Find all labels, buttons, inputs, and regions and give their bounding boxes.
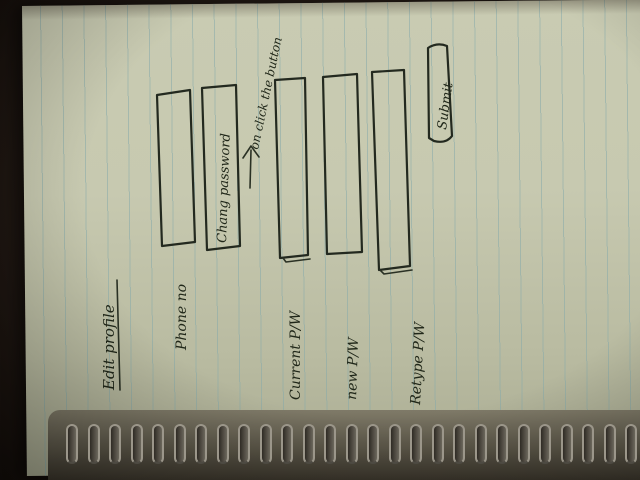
new-password-label: new P/W bbox=[344, 336, 362, 400]
spiral-coil bbox=[625, 424, 637, 464]
spiral-coil bbox=[603, 424, 616, 464]
spiral-coil bbox=[560, 424, 573, 464]
spiral-coil bbox=[474, 424, 487, 464]
spiral-coil bbox=[410, 424, 422, 464]
spiral-coil bbox=[281, 424, 293, 464]
retype-password-input-box[interactable] bbox=[370, 68, 412, 272]
spiral-coil bbox=[216, 424, 229, 464]
spiral-coil bbox=[539, 424, 551, 464]
spiral-coil bbox=[345, 424, 358, 464]
spiral-coil bbox=[66, 424, 78, 464]
spiral-coil bbox=[173, 424, 186, 464]
spiral-coil bbox=[517, 424, 530, 464]
spiral-coil bbox=[109, 424, 121, 464]
phone-input-box[interactable] bbox=[155, 88, 197, 248]
spiral-coil bbox=[302, 424, 315, 464]
spiral-coil bbox=[431, 424, 444, 464]
spiral-coil bbox=[195, 424, 207, 464]
spiral-coil bbox=[238, 424, 250, 464]
sketch-title: Edit profile bbox=[100, 304, 118, 391]
spiral-coil bbox=[496, 424, 508, 464]
change-password-button[interactable] bbox=[200, 83, 242, 252]
current-password-label: Current P/W bbox=[288, 309, 304, 400]
retype-password-label: Retype P/W bbox=[408, 320, 428, 406]
spiral-coil bbox=[388, 424, 401, 464]
spiral-coil bbox=[324, 424, 336, 464]
spiral-coil bbox=[87, 424, 100, 464]
phone-label: Phone no bbox=[174, 284, 190, 351]
annotation-text: on click the button bbox=[247, 36, 284, 151]
spiral-coil bbox=[453, 424, 465, 464]
new-password-input-box[interactable] bbox=[321, 72, 364, 256]
spiral-coil bbox=[367, 424, 379, 464]
spiral-coil bbox=[582, 424, 594, 464]
spiral-coil bbox=[152, 424, 164, 464]
spiral-coil bbox=[130, 424, 143, 464]
current-password-input-box[interactable] bbox=[273, 76, 310, 260]
submit-button[interactable] bbox=[426, 43, 454, 143]
submit-label: Submit bbox=[435, 81, 457, 131]
title-underline bbox=[116, 279, 121, 391]
change-password-label: Chang password bbox=[215, 133, 234, 243]
annotation-arrow bbox=[242, 145, 260, 189]
spiral-coil bbox=[259, 424, 272, 464]
